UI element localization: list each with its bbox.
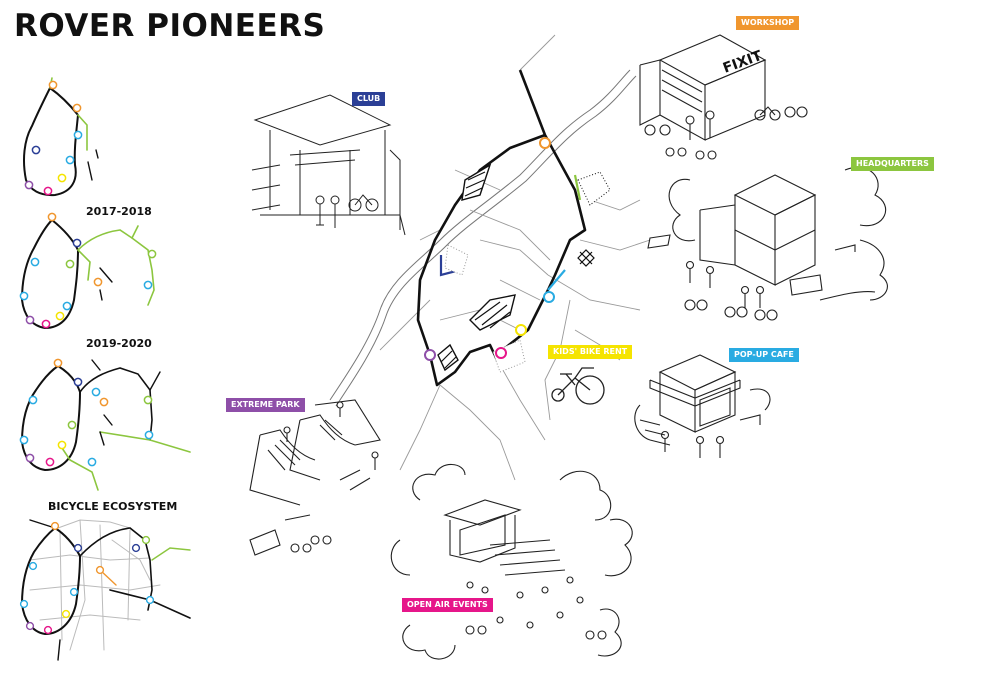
extreme-park-stop-marker[interactable] <box>424 349 436 361</box>
hatched-blocks <box>437 163 611 373</box>
popup-cafe-stop-marker[interactable] <box>543 291 555 303</box>
label-club: CLUB <box>352 92 386 106</box>
open-air-events-stop-marker[interactable] <box>495 347 507 359</box>
phase-label-2019-2020: 2019-2020 <box>86 337 152 350</box>
label-open-air-events: OPEN AIR EVENTS <box>402 598 493 612</box>
popup-cafe-sketch <box>634 354 771 458</box>
extreme-park-sketch <box>249 399 381 556</box>
kids-bike-rent-stop-marker[interactable] <box>515 324 527 336</box>
stage-3-diagram <box>19 358 191 491</box>
river-line <box>329 69 631 401</box>
workshop-stop-marker[interactable] <box>539 137 551 149</box>
phase-label-bicycle-ecosystem: BICYCLE ECOSYSTEM <box>48 500 178 513</box>
open-air-events-sketch <box>390 463 633 660</box>
club-route-segment <box>439 255 461 277</box>
building-cross-icon <box>577 249 595 267</box>
stage-1-diagram <box>23 77 99 197</box>
fixit-sign: FIXIT <box>721 48 765 77</box>
river-line <box>335 75 637 407</box>
phase-diagrams <box>19 77 191 661</box>
workshop-sketch <box>639 34 808 160</box>
headquarters-sketch <box>647 166 888 321</box>
label-workshop: WORKSHOP <box>736 16 800 30</box>
label-headquarters: HEADQUARTERS <box>851 157 934 171</box>
main-bike-route <box>416 69 587 387</box>
phase-label-2017-2018: 2017-2018 <box>86 205 152 218</box>
label-extreme-park: EXTREME PARK <box>226 398 305 412</box>
stage-2-diagram <box>19 212 157 330</box>
label-kids-bike-rent: KIDS' BIKE RENT <box>548 345 633 359</box>
street-network <box>379 34 651 481</box>
label-popup-cafe: POP-UP CAFE <box>729 348 799 362</box>
ecosystem-diagram <box>19 519 191 661</box>
headquarters-route-segment <box>573 174 582 201</box>
club-sketch <box>251 94 406 236</box>
page-title: ROVER PIONEERS <box>14 8 326 44</box>
popup-cafe-route-segment <box>547 269 566 291</box>
kids-bike-sketch <box>551 367 605 405</box>
